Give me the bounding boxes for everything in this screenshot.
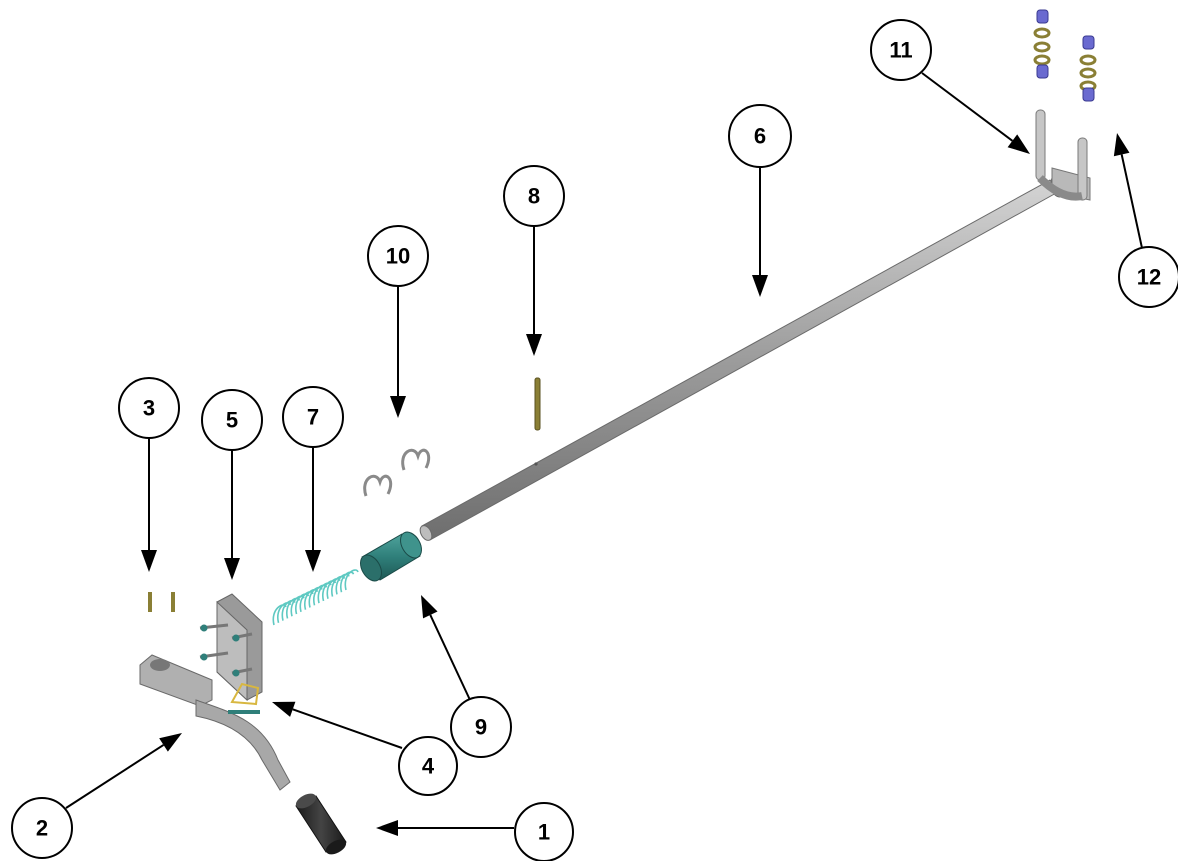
callout-circle-8	[503, 165, 565, 227]
wire-clip-part	[228, 682, 260, 714]
clips-part	[363, 448, 431, 497]
callout-number-12: 12	[1137, 265, 1161, 290]
callout-number-1: 1	[538, 820, 550, 845]
leader-line-2	[65, 744, 165, 809]
callout-number-7: 7	[307, 405, 319, 430]
callout-9: 9	[421, 595, 512, 758]
callout-circle-11	[870, 19, 932, 81]
leader-line-4	[292, 708, 403, 749]
arrowhead-9	[421, 595, 438, 619]
grip-part	[295, 793, 347, 855]
arrowhead-5	[224, 558, 240, 580]
mounting-plate-part	[199, 593, 263, 702]
leader-line-11	[921, 72, 1014, 142]
callout-number-3: 3	[143, 396, 155, 421]
callout-circle-6	[728, 104, 792, 168]
callout-circle-1	[514, 802, 574, 861]
u-bolt-bracket-part	[1035, 109, 1091, 201]
callout-number-8: 8	[528, 184, 540, 209]
callout-1: 1	[376, 802, 574, 861]
arrowhead-7	[305, 550, 321, 572]
leader-line-12	[1120, 154, 1143, 249]
callout-4: 4	[272, 701, 458, 796]
sleeve-part	[360, 531, 422, 582]
callout-number-5: 5	[226, 408, 238, 433]
callout-6: 6	[728, 104, 792, 297]
pin-part	[534, 377, 541, 431]
arrowhead-4	[272, 701, 296, 717]
callout-number-11: 11	[889, 38, 912, 63]
callout-circle-2	[11, 797, 73, 859]
arrowhead-2	[159, 733, 182, 752]
arrowhead-11	[1007, 134, 1030, 154]
callout-11: 11	[870, 19, 1030, 154]
arrowhead-6	[752, 275, 768, 297]
callout-circle-10	[367, 225, 429, 287]
callout-number-9: 9	[475, 715, 487, 740]
arrowhead-8	[526, 334, 542, 356]
callout-number-4: 4	[422, 754, 435, 779]
arrowhead-10	[390, 396, 406, 418]
callout-number-2: 2	[36, 816, 48, 841]
callout-2: 2	[11, 733, 182, 859]
arrowhead-12	[1113, 133, 1130, 157]
callout-12: 12	[1113, 133, 1178, 308]
callout-circle-12	[1118, 246, 1178, 308]
pins-part	[148, 592, 175, 612]
callout-number-6: 6	[754, 124, 766, 149]
arrowhead-1	[376, 820, 398, 836]
callout-8: 8	[503, 165, 565, 356]
callout-circle-4	[398, 736, 458, 796]
callout-circle-5	[201, 389, 263, 451]
callout-5: 5	[201, 389, 263, 580]
shaft-part	[419, 179, 1059, 541]
callout-circle-3	[118, 377, 180, 439]
arrowhead-3	[141, 550, 157, 572]
callout-3: 3	[118, 377, 180, 572]
callout-7: 7	[282, 386, 344, 572]
callout-circle-7	[282, 386, 344, 448]
nuts-and-washers-part	[1033, 9, 1097, 102]
spring-part	[272, 569, 359, 626]
callout-10: 10	[367, 225, 429, 418]
handle-part	[139, 654, 291, 791]
callout-number-10: 10	[386, 244, 410, 269]
callout-circle-9	[450, 696, 512, 758]
leader-line-9	[429, 614, 471, 701]
